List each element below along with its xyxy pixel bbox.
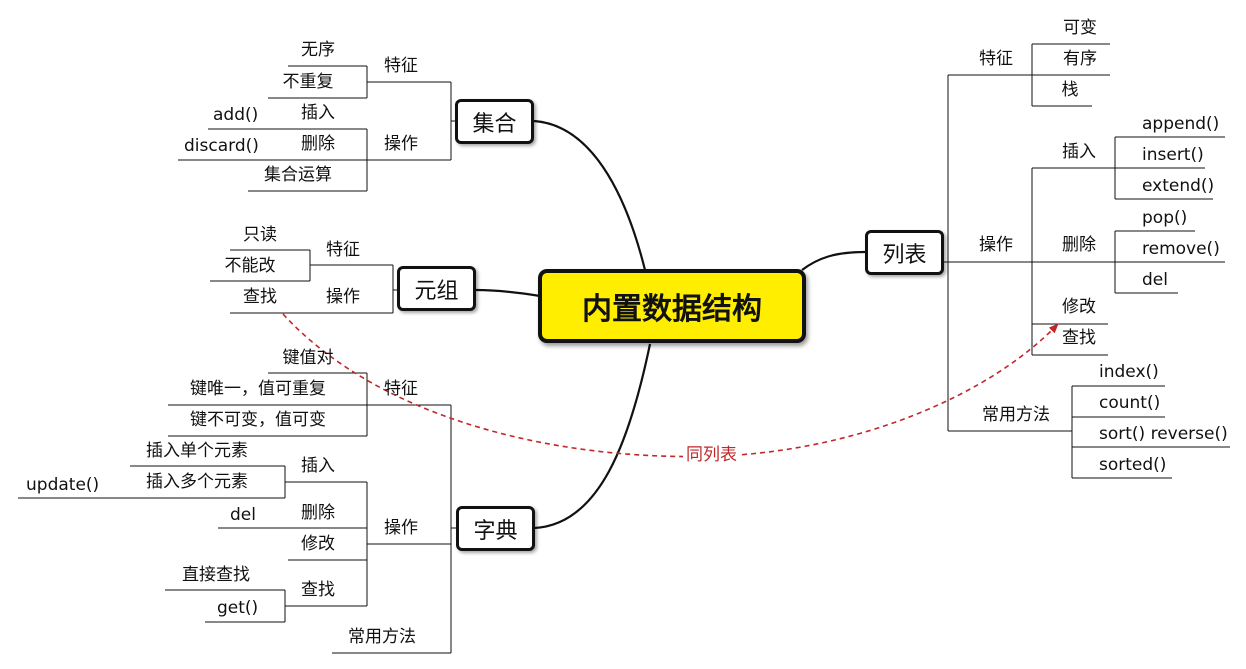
tuple-immutable-label[interactable]: 不能改 — [224, 256, 276, 276]
topic-list[interactable]: 列表 — [865, 230, 944, 275]
set-feature-label[interactable]: 特征 — [384, 56, 418, 76]
dict-get-label[interactable]: get() — [217, 598, 259, 618]
list-append-label[interactable]: append() — [1142, 114, 1220, 134]
tuple-readonly-label[interactable]: 只读 — [243, 225, 277, 245]
dict-find-label[interactable]: 查找 — [301, 580, 335, 600]
dict-key-immutable-label[interactable]: 键不可变，值可变 — [190, 410, 326, 430]
list-delete-label[interactable]: 删除 — [1062, 235, 1096, 255]
set-unordered-label[interactable]: 无序 — [301, 40, 335, 60]
list-insert-label[interactable]: 插入 — [1062, 142, 1096, 162]
tuple-feature-label[interactable]: 特征 — [326, 240, 360, 260]
dict-modify-label[interactable]: 修改 — [301, 534, 335, 554]
topic-dict[interactable]: 字典 — [456, 506, 535, 551]
dict-insert-label[interactable]: 插入 — [301, 456, 335, 476]
list-del-label[interactable]: del — [1142, 270, 1168, 290]
dict-ops-label[interactable]: 操作 — [384, 518, 418, 538]
list-stack-label[interactable]: 栈 — [1061, 80, 1079, 100]
curve-to-dict — [533, 343, 652, 530]
tuple-ops-label[interactable]: 操作 — [326, 287, 360, 307]
list-modify-label[interactable]: 修改 — [1062, 297, 1096, 317]
dict-direct-find-label[interactable]: 直接查找 — [182, 565, 250, 585]
set-insert-label[interactable]: 插入 — [301, 103, 335, 123]
list-find-label[interactable]: 查找 — [1062, 328, 1096, 348]
list-mutable-label[interactable]: 可变 — [1063, 18, 1097, 38]
tuple-find-label[interactable]: 查找 — [243, 287, 277, 307]
set-delete-label[interactable]: 删除 — [301, 134, 335, 154]
dict-delete-label[interactable]: 删除 — [301, 503, 335, 523]
list-pop-label[interactable]: pop() — [1142, 208, 1188, 228]
dict-del-label[interactable]: del — [230, 505, 256, 525]
list-sorted-label[interactable]: sorted() — [1099, 455, 1167, 475]
set-operations-label[interactable]: 集合运算 — [264, 165, 332, 185]
list-count-label[interactable]: count() — [1099, 393, 1161, 413]
list-sort-label[interactable]: sort() reverse() — [1099, 424, 1228, 444]
dict-insert-one-label[interactable]: 插入单个元素 — [146, 441, 248, 461]
dict-insert-many-label[interactable]: 插入多个元素 — [146, 472, 248, 492]
list-extend-label[interactable]: extend() — [1142, 176, 1215, 196]
set-discard-label[interactable]: discard() — [184, 136, 259, 156]
list-index-label[interactable]: index() — [1099, 362, 1159, 382]
list-ops-label[interactable]: 操作 — [979, 235, 1013, 255]
curve-to-list — [801, 250, 866, 271]
list-ordered-label[interactable]: 有序 — [1063, 49, 1097, 69]
central-topic[interactable]: 内置数据结构 — [538, 269, 806, 343]
list-insert-fn-label[interactable]: insert() — [1142, 145, 1204, 165]
list-remove-label[interactable]: remove() — [1142, 239, 1220, 259]
dict-unique-key-label[interactable]: 键唯一，值可重复 — [190, 379, 326, 399]
dict-methods-label[interactable]: 常用方法 — [348, 627, 416, 647]
set-ops-label[interactable]: 操作 — [384, 134, 418, 154]
dict-kv-label[interactable]: 键值对 — [282, 348, 334, 368]
list-feature-label[interactable]: 特征 — [979, 49, 1013, 69]
dict-update-label[interactable]: update() — [26, 475, 100, 495]
topic-tuple[interactable]: 元组 — [397, 266, 476, 311]
curve-to-tuple — [475, 288, 541, 298]
dict-feature-label[interactable]: 特征 — [384, 379, 418, 399]
curve-to-set — [533, 119, 647, 271]
topic-set[interactable]: 集合 — [455, 99, 534, 144]
relation-label[interactable]: 同列表 — [683, 444, 740, 466]
list-methods-label[interactable]: 常用方法 — [982, 405, 1050, 425]
set-add-label[interactable]: add() — [213, 105, 259, 125]
set-no-dup-label[interactable]: 不重复 — [282, 72, 334, 92]
